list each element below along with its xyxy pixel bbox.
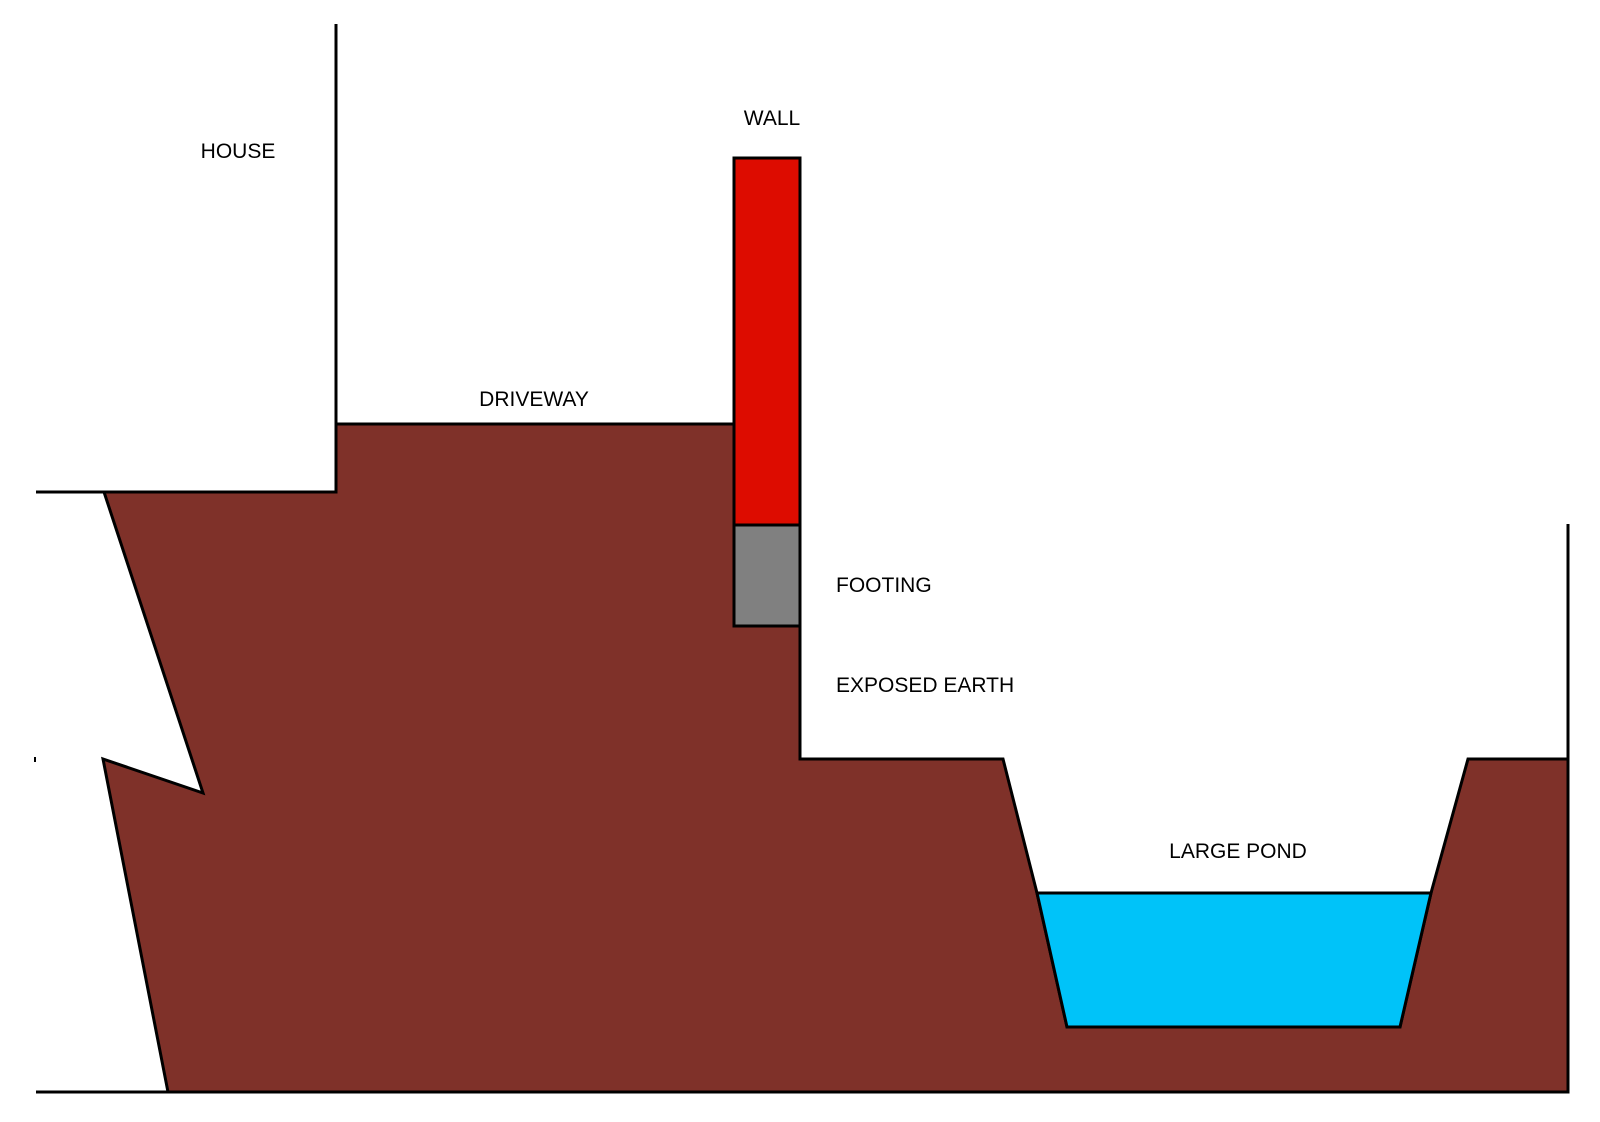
exposed-earth-label: EXPOSED EARTH: [836, 674, 1014, 697]
wall-label: WALL: [744, 107, 800, 130]
footing-label: FOOTING: [836, 574, 932, 597]
pond-water: [1035, 891, 1433, 1029]
house-label: HOUSE: [201, 140, 276, 163]
wall-block: [732, 156, 802, 527]
driveway-label: DRIVEWAY: [479, 388, 589, 411]
footing-block: [732, 523, 802, 628]
house-outline: [36, 24, 338, 494]
large-pond-label: LARGE POND: [1169, 840, 1307, 863]
